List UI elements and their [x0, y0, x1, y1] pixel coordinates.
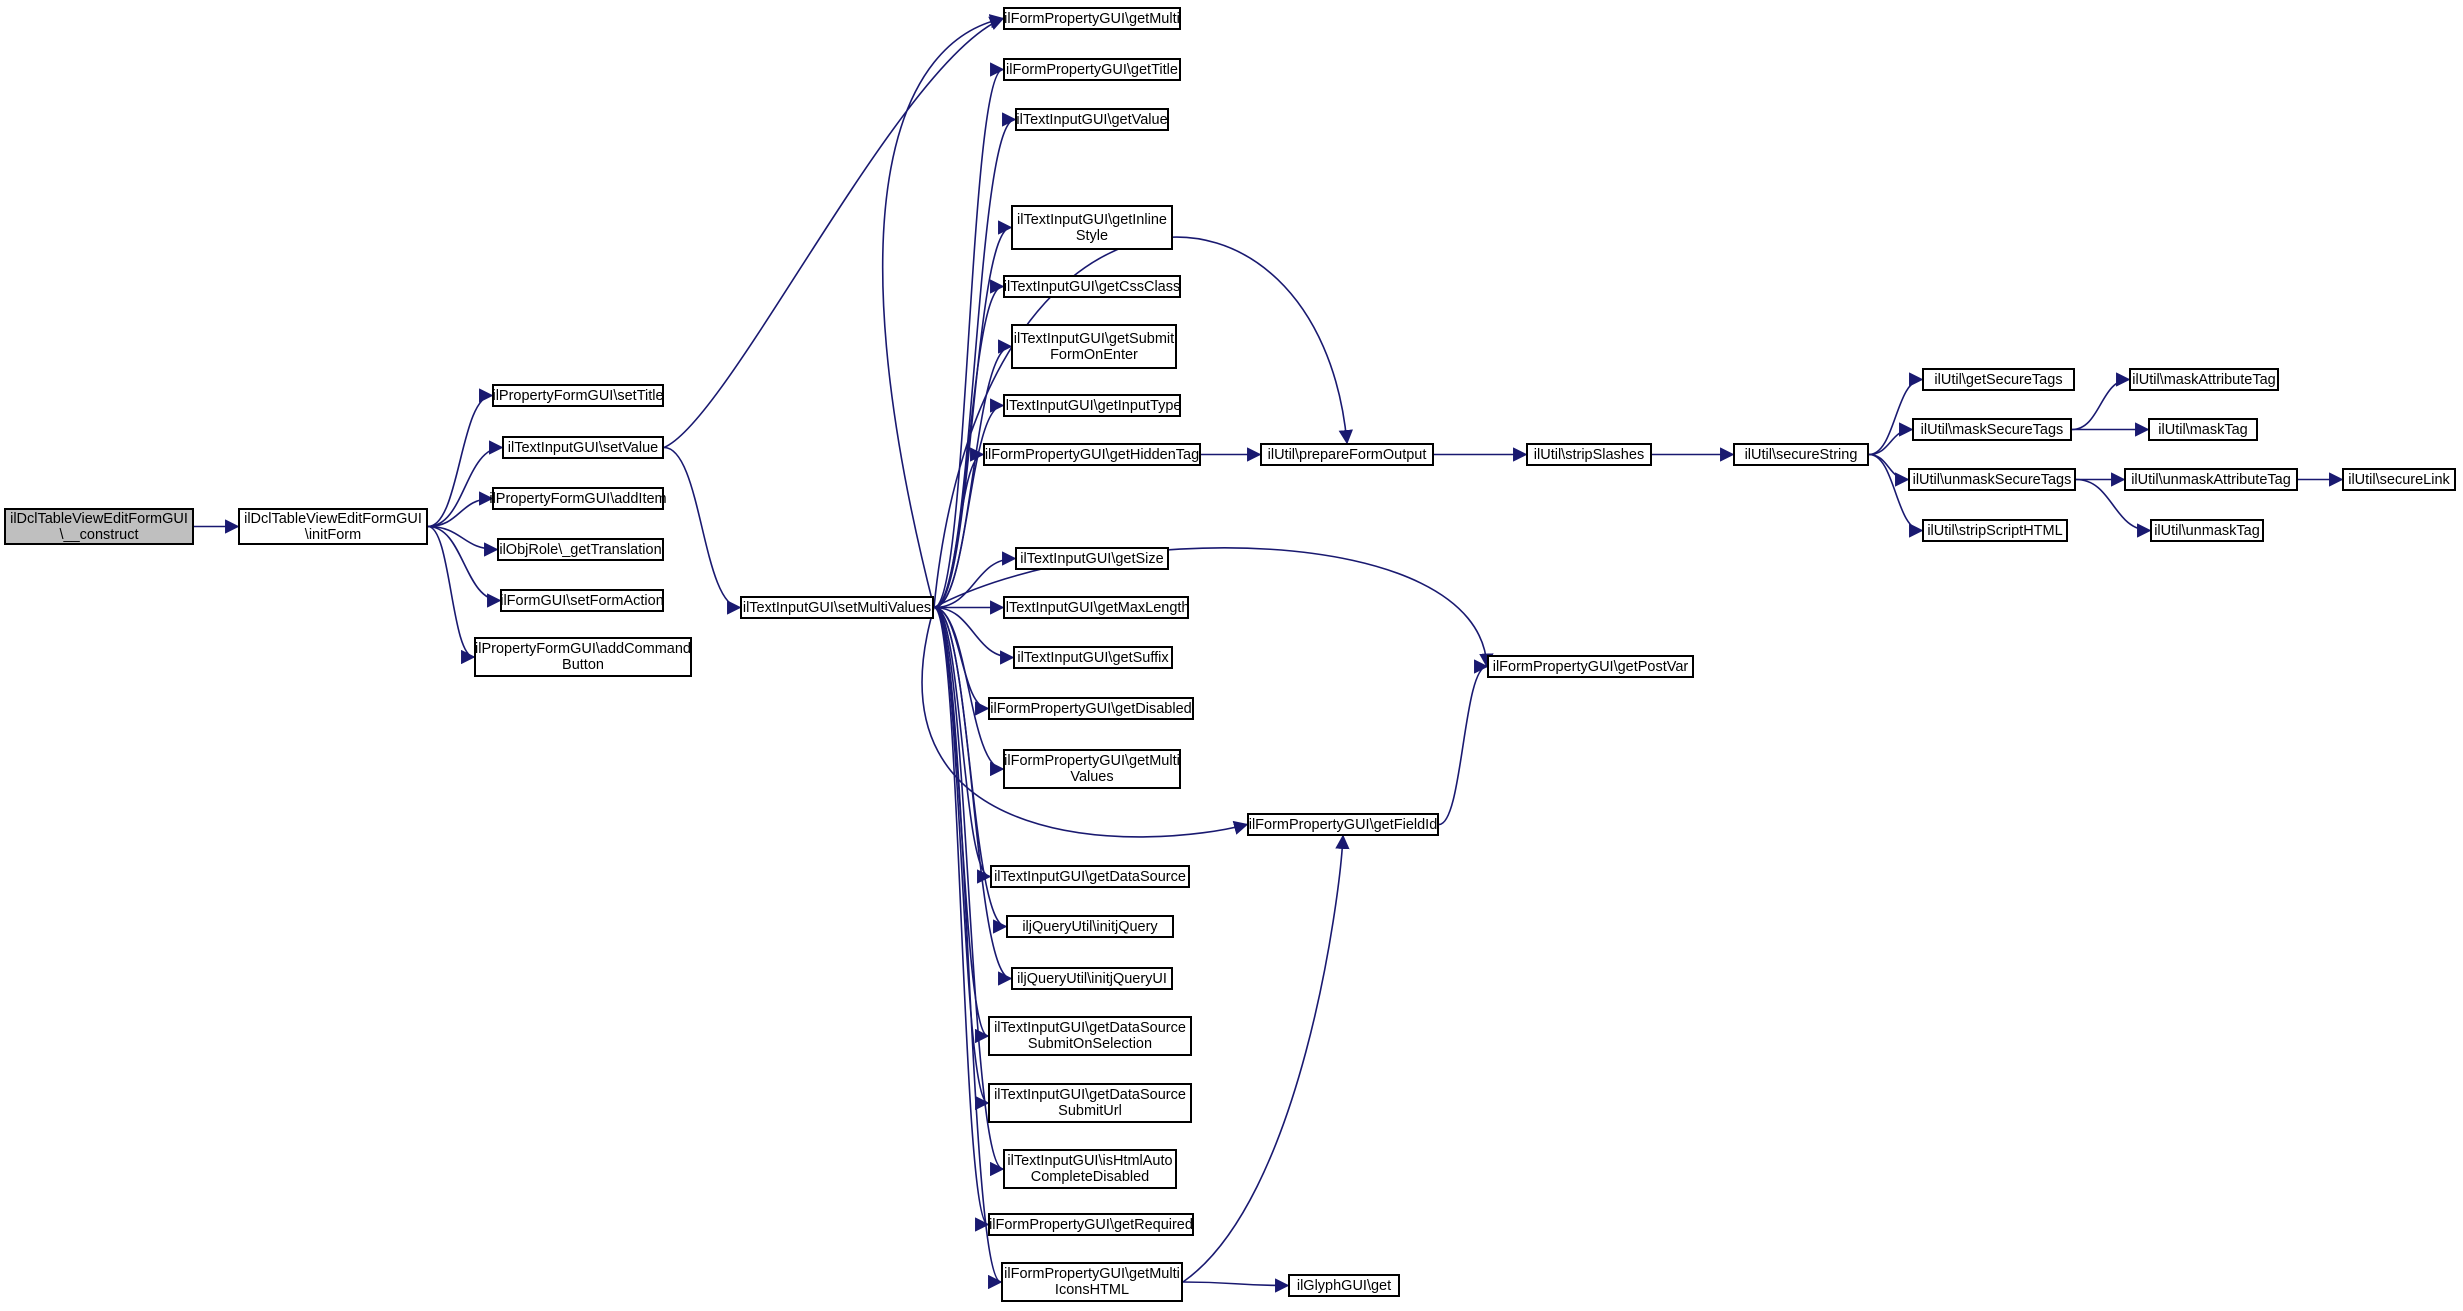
node-textinput-getvalue[interactable]: ilTextInputGUI\getValue: [1015, 108, 1169, 131]
node-textinput-getdatasourcesubmiturl[interactable]: ilTextInputGUI\getDataSource SubmitUrl: [988, 1083, 1192, 1123]
edge-n8-n19: [933, 606, 1015, 665]
node-util-securelink[interactable]: ilUtil\secureLink: [2342, 468, 2456, 491]
edge-n1-n2: [427, 388, 494, 528]
node-util-masktag[interactable]: ilUtil\maskTag: [2148, 418, 2258, 441]
edge-n1-n5: [427, 525, 499, 557]
node-formproperty-getmulti[interactable]: ilFormPropertyGUI\getMulti: [1003, 7, 1181, 30]
edge-n1-n4: [427, 491, 494, 528]
edge-n1-n3: [427, 440, 504, 528]
node-textinput-getsubmitformonenter[interactable]: ilTextInputGUI\getSubmit FormOnEnter: [1011, 324, 1177, 369]
edge-n8-n31: [933, 547, 1494, 668]
edge-n1-n7: [427, 525, 476, 665]
node-objrole-gettranslation[interactable]: ilObjRole\_getTranslation: [497, 538, 664, 561]
edge-n35-n37: [1868, 422, 1914, 456]
node-textinput-getcssclass[interactable]: ilTextInputGUI\getCssClass: [1003, 275, 1181, 298]
node-util-maskattributetag[interactable]: ilUtil\maskAttributeTag: [2129, 368, 2279, 391]
node-formproperty-gettitle[interactable]: ilFormPropertyGUI\getTitle: [1003, 58, 1181, 81]
node-util-getsecuretags[interactable]: ilUtil\getSecureTags: [1922, 368, 2075, 391]
node-util-unmaskattributetag[interactable]: ilUtil\unmaskAttributeTag: [2124, 468, 2298, 491]
node-formproperty-getrequired[interactable]: ilFormPropertyGUI\getRequired: [988, 1213, 1194, 1236]
edge-n35-n36: [1868, 372, 1924, 456]
edge-n8-n15: [933, 398, 1005, 609]
node-formproperty-getmultiiconshtml[interactable]: ilFormPropertyGUI\getMulti IconsHTML: [1001, 1262, 1183, 1302]
edge-n8-n21: [933, 606, 1005, 777]
node-property-form-additem[interactable]: ilPropertyFormGUI\addItem: [489, 487, 667, 510]
node-glyphgui-get[interactable]: ilGlyphGUI\get: [1288, 1274, 1400, 1297]
edge-n8-n9: [881, 14, 1005, 608]
node-formproperty-getfieldid[interactable]: ilFormPropertyGUI\getFieldId: [1247, 813, 1439, 836]
node-textinput-getsuffix[interactable]: ilTextInputGUI\getSuffix: [1013, 646, 1173, 669]
node-util-prepareformoutput[interactable]: ilUtil\prepareFormOutput: [1260, 443, 1434, 466]
node-textinput-setmultivalues[interactable]: ilTextInputGUI\setMultiValues: [740, 596, 934, 619]
node-formproperty-gethiddentag[interactable]: ilFormPropertyGUI\getHiddenTag: [983, 443, 1201, 466]
edge-n8-n29: [933, 606, 1003, 1289]
edge-n37-n40: [2071, 372, 2131, 431]
node-util-securestring[interactable]: ilUtil\secureString: [1733, 443, 1869, 466]
edge-n8-n17: [933, 551, 1017, 609]
node-textinput-getinputtype[interactable]: ilTextInputGUI\getInputType: [1003, 394, 1181, 417]
node-textinput-setvalue[interactable]: ilTextInputGUI\setValue: [502, 436, 664, 459]
node-textinput-getdatasourcesubmitonselection[interactable]: ilTextInputGUI\getDataSource SubmitOnSel…: [988, 1016, 1192, 1056]
node-textinput-getdatasource[interactable]: ilTextInputGUI\getDataSource: [990, 865, 1190, 888]
node-formgui-setformaction[interactable]: ilFormGUI\setFormAction: [500, 589, 664, 612]
node-util-stripslashes[interactable]: ilUtil\stripSlashes: [1526, 443, 1652, 466]
edge-n8-n24: [933, 606, 1013, 986]
node-util-masksecuretags[interactable]: ilUtil\maskSecureTags: [1912, 418, 2072, 441]
node-textinput-getinlinestyle[interactable]: ilTextInputGUI\getInline Style: [1011, 205, 1173, 250]
edge-n3-n8: [663, 446, 742, 615]
edge-n38-n43: [2075, 478, 2152, 538]
node-jqueryutil-initjquery[interactable]: iljQueryUtil\initjQuery: [1006, 915, 1174, 938]
edge-n8-n27: [933, 606, 1005, 1176]
node-dcl-construct[interactable]: ilDclTableViewEditFormGUI \__construct: [4, 508, 194, 545]
edge-n35-n39: [1868, 453, 1924, 538]
node-util-unmasktag[interactable]: ilUtil\unmaskTag: [2150, 519, 2264, 542]
edge-n3-n9: [663, 16, 1005, 449]
edge-n8-n16: [933, 447, 985, 609]
edge-n29-n32: [1182, 834, 1350, 1283]
node-util-unmasksecuretags[interactable]: ilUtil\unmaskSecureTags: [1908, 468, 2076, 491]
edge-n8-n26: [933, 606, 990, 1110]
edge-n29-n33: [1182, 1278, 1290, 1293]
node-property-form-settitle[interactable]: ilPropertyFormGUI\setTitle: [492, 384, 664, 407]
edge-n8-n28: [933, 606, 990, 1232]
edge-n32-n31: [1438, 659, 1489, 826]
node-dcl-initform[interactable]: ilDclTableViewEditFormGUI \initForm: [238, 508, 428, 545]
edge-n1-n6: [427, 525, 502, 608]
node-textinput-ishtmlautocompletedisabled[interactable]: ilTextInputGUI\isHtmlAuto CompleteDisabl…: [1003, 1149, 1177, 1189]
node-util-stripscripthtml[interactable]: ilUtil\stripScriptHTML: [1922, 519, 2068, 542]
node-jqueryutil-initjqueryui[interactable]: iljQueryUtil\initjQueryUI: [1011, 967, 1173, 990]
node-textinput-getmaxlength[interactable]: ilTextInputGUI\getMaxLength: [1003, 596, 1190, 619]
node-formproperty-getpostvar[interactable]: ilFormPropertyGUI\getPostVar: [1487, 655, 1694, 678]
edge-n8-n10: [933, 62, 1005, 609]
edge-n8-n32: [921, 607, 1249, 838]
node-formproperty-getdisabled[interactable]: ilFormPropertyGUI\getDisabled: [988, 697, 1194, 720]
node-formproperty-getmultivalues[interactable]: ilFormPropertyGUI\getMulti Values: [1003, 749, 1181, 789]
node-textinput-getsize[interactable]: ilTextInputGUI\getSize: [1015, 547, 1169, 570]
node-property-form-addcommandbutton[interactable]: ilPropertyFormGUI\addCommand Button: [474, 637, 692, 677]
